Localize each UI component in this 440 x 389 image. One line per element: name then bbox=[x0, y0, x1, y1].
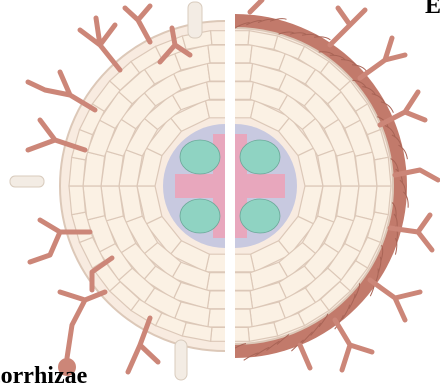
hypha-branch bbox=[28, 72, 95, 110]
vascular-cylinder bbox=[163, 124, 297, 248]
hypha-branch bbox=[335, 320, 372, 370]
cortex-cell bbox=[375, 157, 391, 186]
caption-mycorrhizae: ycorrhizae bbox=[0, 364, 87, 388]
cortex-cell bbox=[375, 186, 391, 215]
hypha-branch bbox=[330, 8, 365, 45]
hypha-branch bbox=[80, 18, 120, 70]
hypha-branch bbox=[125, 6, 150, 42]
cortex-cell bbox=[69, 186, 85, 215]
hypha-branch bbox=[360, 38, 405, 78]
panel-letter-label: E bbox=[425, 0, 440, 18]
hypha-branch bbox=[370, 280, 420, 320]
cortex-cell bbox=[69, 157, 85, 186]
hypha-branch bbox=[60, 292, 105, 358]
